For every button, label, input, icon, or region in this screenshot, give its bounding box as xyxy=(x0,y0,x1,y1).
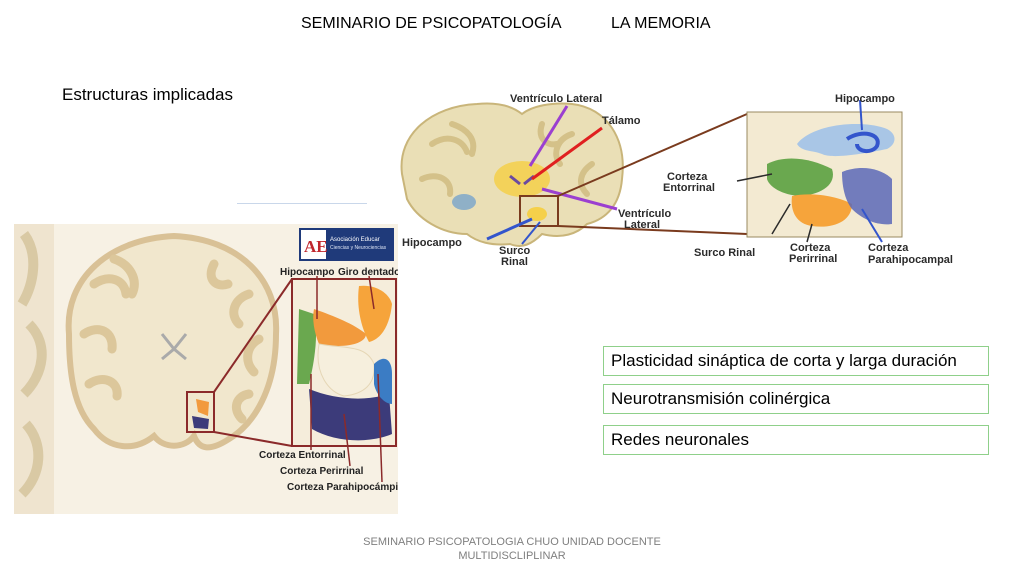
label-corteza-parahipocampal-1: Corteza xyxy=(868,242,909,254)
brain-diagram-top: Ventrículo Lateral Tálamo Hipocampo Cort… xyxy=(400,93,953,268)
brain-coronal-section-bottom xyxy=(65,232,280,451)
label-corteza-entorrinal-1: Corteza xyxy=(667,171,708,183)
logo-line1: Asociación Educar xyxy=(330,237,380,243)
section-subtitle: Estructuras implicadas xyxy=(62,85,234,104)
zoom-panel-top xyxy=(746,111,903,238)
box-redes-neuronales: Redes neuronales xyxy=(603,425,989,455)
logo-initials: AE xyxy=(304,237,328,256)
label-ventriculo-lateral-top: Ventrículo Lateral xyxy=(510,93,602,105)
label-ventriculo-lateral-mid-1: Ventrículo xyxy=(618,208,671,220)
label-corteza-perirrinal: Corteza Perirrinal xyxy=(280,466,364,477)
label-corteza-perirrinal-1: Corteza xyxy=(790,242,831,254)
label-corteza-parahipocampal-2: Parahipocampal xyxy=(868,254,953,266)
divider-line xyxy=(237,203,367,204)
footer-line2: MULTIDISCLIPLINAR xyxy=(458,550,566,562)
brain-coronal-section xyxy=(400,102,624,247)
asociacion-educar-logo: AE Asociación Educar Ciencias y Neurocie… xyxy=(299,228,394,261)
label-surco-rinal-right: Surco Rinal xyxy=(694,247,755,259)
brain-diagram-bottom: AE Asociación Educar Ciencias y Neurocie… xyxy=(14,224,398,514)
label-ventriculo-lateral-mid-2: Lateral xyxy=(624,219,660,231)
footer-line1: SEMINARIO PSICOPATOLOGIA CHUO UNIDAD DOC… xyxy=(363,536,661,548)
label-talamo: Tálamo xyxy=(602,115,641,127)
label-hipocampo-right: Hipocampo xyxy=(835,93,895,105)
logo-line2: Ciencias y Neurociencias xyxy=(330,245,387,251)
label-corteza-entorrinal: Corteza Entorrinal xyxy=(259,450,346,461)
label-giro-dentado: Giro dentado xyxy=(338,267,398,278)
label-surco-rinal-left-1: Surco xyxy=(499,245,530,257)
label-hipocampo: Hipocampo xyxy=(280,267,334,278)
seminar-title: SEMINARIO DE PSICOPATOLOGÍA xyxy=(301,15,562,32)
box-neurotransmision-colinergica: Neurotransmisión colinérgica xyxy=(603,384,989,414)
label-corteza-perirrinal-2: Perirrinal xyxy=(789,253,837,265)
label-corteza-parahipocampica: Corteza Parahipocámpica xyxy=(287,482,398,493)
topic-title: LA MEMORIA xyxy=(611,15,711,32)
label-surco-rinal-left-2: Rinal xyxy=(501,256,528,268)
box-plasticidad-sinaptica: Plasticidad sináptica de corta y larga d… xyxy=(603,346,989,376)
label-hipocampo-left: Hipocampo xyxy=(402,237,462,249)
slide-footer: SEMINARIO PSICOPATOLOGIA CHUO UNIDAD DOC… xyxy=(340,535,684,563)
label-corteza-entorrinal-2: Entorrinal xyxy=(663,182,715,194)
